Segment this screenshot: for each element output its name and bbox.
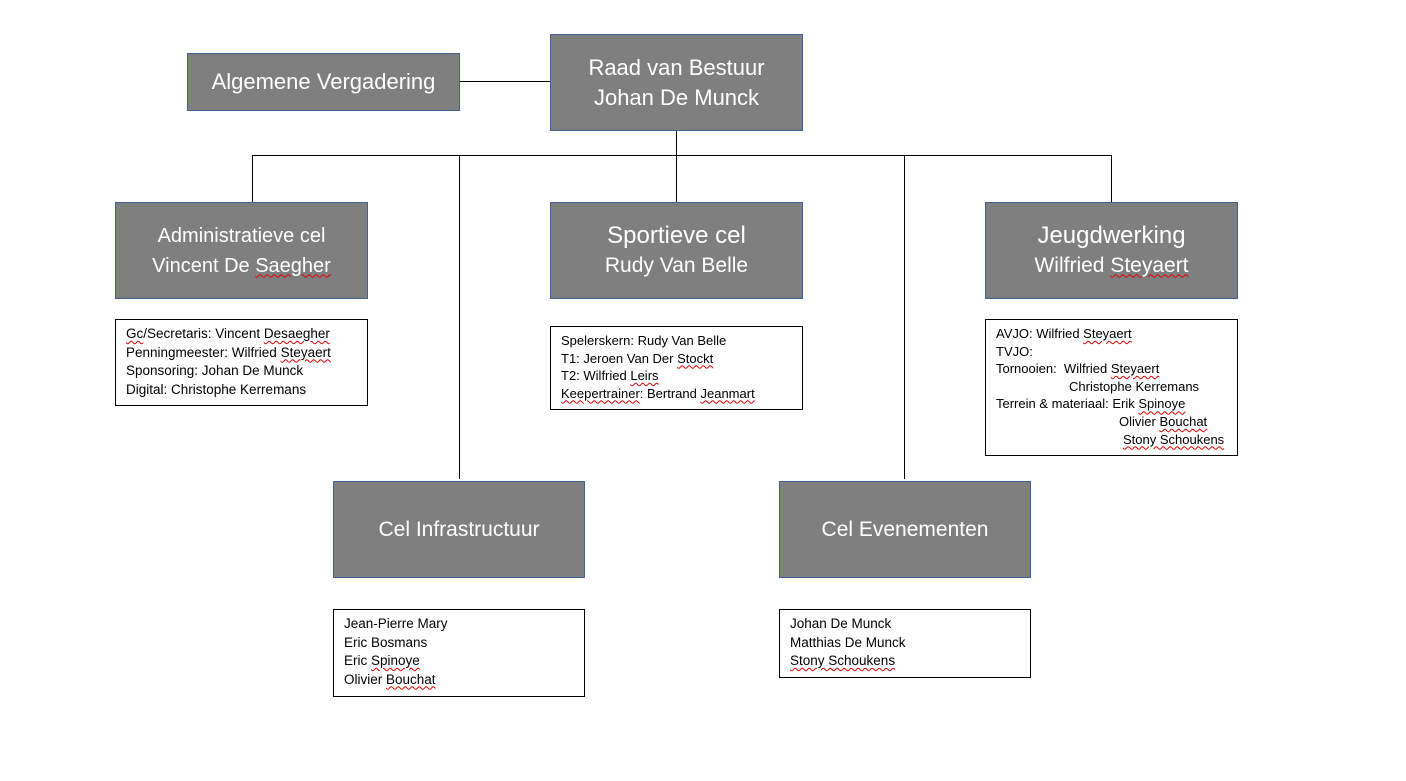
detail-line: Eric Spinoye — [344, 653, 420, 668]
node-person: Wilfried Steyaert — [1034, 253, 1189, 277]
detail-line: Matthias De Munck — [790, 634, 906, 650]
detail-line: Olivier Bouchat — [1119, 413, 1208, 429]
node-title: Cel Evenementen — [821, 517, 989, 541]
node-title: Sportieve cel — [607, 221, 746, 249]
node-cel-infrastructuur: Cel Infrastructuur — [333, 481, 585, 578]
node-person: Vincent De Saegher — [152, 254, 331, 277]
details-cel-evenementen: Johan De Munck Matthias De Munck Stony S… — [779, 609, 1031, 678]
connector-horizontal-bus — [252, 155, 1112, 156]
detail-line: Digital: Christophe Kerremans — [126, 381, 307, 397]
node-sportieve-cel: Sportieve cel Rudy Van Belle — [550, 202, 803, 299]
detail-line: T2: Wilfried Leirs — [561, 368, 659, 383]
detail-line: Tornooien: Wilfried Steyaert — [996, 361, 1160, 377]
node-title: Raad van Bestuur — [588, 54, 765, 80]
spell-underline: Steyaert — [1110, 253, 1189, 277]
detail-line: Olivier Bouchat — [344, 671, 436, 687]
connector-assembly-board — [459, 81, 550, 82]
node-jeugdwerking: Jeugdwerking Wilfried Steyaert — [985, 202, 1238, 299]
detail-line: Keepertrainer: Bertrand Jeanmart — [561, 385, 755, 401]
detail-line: Spelerskern: Rudy Van Belle — [561, 333, 727, 348]
details-sportieve-cel: Spelerskern: Rudy Van Belle T1: Jeroen V… — [550, 326, 803, 410]
connector-infra — [459, 155, 460, 479]
connector-admin — [252, 155, 253, 202]
detail-line: Stony Schoukens — [790, 653, 896, 668]
node-cel-evenementen: Cel Evenementen — [779, 481, 1031, 578]
detail-line: Johan De Munck — [790, 616, 892, 631]
connector-events — [904, 155, 905, 479]
node-title: Algemene Vergadering — [211, 69, 436, 94]
detail-line: Sponsoring: Johan De Munck — [126, 363, 304, 378]
node-administratieve-cel: Administratieve cel Vincent De Saegher — [115, 202, 368, 299]
node-algemene-vergadering: Algemene Vergadering — [187, 53, 460, 111]
connector-youth — [1111, 155, 1112, 202]
detail-line: Penningmeester: Wilfried Steyaert — [126, 344, 331, 360]
details-jeugdwerking: AVJO: Wilfried Steyaert TVJO: Tornooien:… — [985, 319, 1238, 456]
details-cel-infrastructuur: Jean-Pierre Mary Eric Bosmans Eric Spino… — [333, 609, 585, 697]
details-administratieve-cel: Gc/Secretaris: Vincent Desaegher Penning… — [115, 319, 368, 406]
detail-line: Eric Bosmans — [344, 634, 428, 650]
connector-board-down — [676, 130, 677, 202]
detail-line: Stony Schoukens — [1123, 431, 1225, 447]
node-person: Rudy Van Belle — [604, 253, 749, 277]
node-title: Jeugdwerking — [1037, 221, 1186, 249]
detail-line: Christophe Kerremans — [1069, 378, 1200, 394]
node-person: Johan De Munck — [593, 84, 760, 110]
spell-underline: Saegher — [255, 254, 331, 277]
detail-line: T1: Jeroen Van Der Stockt — [561, 350, 714, 366]
detail-line: Gc/Secretaris: Vincent Desaegher — [126, 326, 330, 341]
detail-line: Terrein & materiaal: Erik Spinoye — [996, 396, 1186, 412]
detail-line: Jean-Pierre Mary — [344, 616, 448, 631]
node-title: Administratieve cel — [157, 224, 326, 247]
node-title: Cel Infrastructuur — [378, 517, 540, 541]
detail-line: TVJO: — [996, 343, 1033, 359]
node-raad-van-bestuur: Raad van Bestuur Johan De Munck — [550, 34, 803, 131]
detail-line: AVJO: Wilfried Steyaert — [996, 326, 1132, 341]
